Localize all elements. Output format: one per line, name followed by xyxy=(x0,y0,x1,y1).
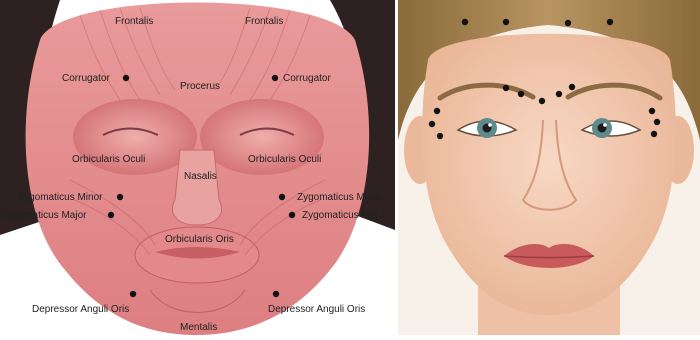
dot-forehead-4 xyxy=(607,19,613,25)
label-zygomaticus-minor-left: Zygomaticus Minor xyxy=(18,192,103,203)
dot-zygomaticus-minor-right xyxy=(279,194,285,200)
dot-depressor-right xyxy=(273,291,279,297)
label-depressor-anguli-oris-right: Depressor Anguli Oris xyxy=(268,304,365,315)
label-frontalis-left: Frontalis xyxy=(115,16,153,27)
label-orbicularis-oculi-left: Orbicularis Oculi xyxy=(72,154,145,165)
dot-corrugator-left xyxy=(123,75,129,81)
label-nasalis: Nasalis xyxy=(184,171,217,182)
dot-zygomaticus-major-left xyxy=(108,212,114,218)
dot-crows-feet-right-3 xyxy=(651,131,657,137)
label-corrugator-left: Corrugator xyxy=(62,73,110,84)
label-orbicularis-oris: Orbicularis Oris xyxy=(165,234,234,245)
dot-glabella-4 xyxy=(556,91,562,97)
label-zygomaticus-major-left: Zygomaticus Major xyxy=(2,210,87,221)
muscle-illustration: Frontalis Frontalis Corrugator Corrugato… xyxy=(0,0,395,335)
dot-crows-feet-right-2 xyxy=(654,119,660,125)
label-orbicularis-oculi-right: Orbicularis Oculi xyxy=(248,154,321,165)
dot-corrugator-right xyxy=(272,75,278,81)
dot-zygomaticus-minor-left xyxy=(117,194,123,200)
label-corrugator-right: Corrugator xyxy=(283,73,331,84)
dot-depressor-left xyxy=(130,291,136,297)
muscle-anatomy-panel: Frontalis Frontalis Corrugator Corrugato… xyxy=(0,0,395,335)
dot-forehead-2 xyxy=(503,19,509,25)
dot-glabella-2 xyxy=(518,91,524,97)
label-procerus: Procerus xyxy=(180,81,220,92)
dot-crows-feet-left-1 xyxy=(434,108,440,114)
dot-crows-feet-left-2 xyxy=(429,121,435,127)
dot-zygomaticus-major-right xyxy=(289,212,295,218)
dot-crows-feet-right-1 xyxy=(649,108,655,114)
label-depressor-anguli-oris-left: Depressor Anguli Oris xyxy=(32,304,129,315)
label-zygomaticus-major-right: Zygomaticus Major xyxy=(302,210,387,221)
face-illustration-panel xyxy=(398,0,700,335)
dot-glabella-3 xyxy=(539,98,545,104)
dot-glabella-1 xyxy=(503,85,509,91)
label-zygomaticus-minor-right: Zygomaticus Minor xyxy=(297,192,382,203)
dot-forehead-3 xyxy=(565,20,571,26)
face-illustration xyxy=(398,0,700,335)
label-frontalis-right: Frontalis xyxy=(245,16,283,27)
nasalis-shape xyxy=(172,150,221,225)
dot-crows-feet-left-3 xyxy=(437,133,443,139)
label-mentalis: Mentalis xyxy=(180,322,217,333)
dot-forehead-1 xyxy=(462,19,468,25)
dot-glabella-5 xyxy=(569,84,575,90)
